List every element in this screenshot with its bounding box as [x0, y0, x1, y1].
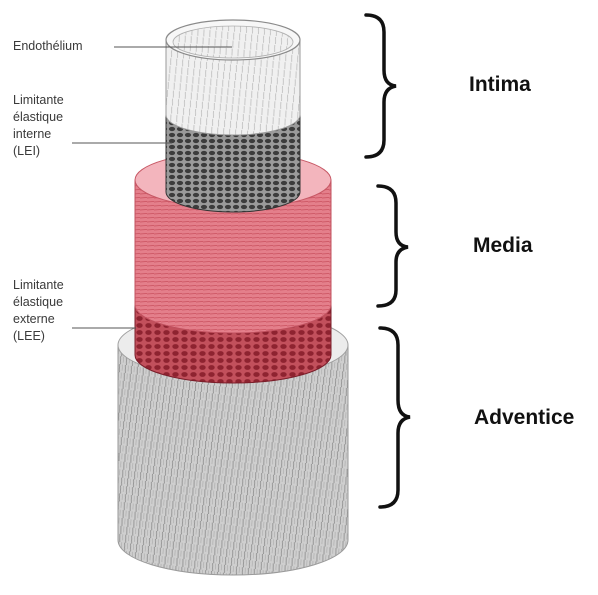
adventice-title: Adventice [474, 406, 574, 430]
lei-label-line-4: (LEI) [13, 143, 64, 160]
intima-bracket [366, 15, 396, 157]
lee-label-line-2: élastique [13, 294, 64, 311]
intima-title: Intima [469, 73, 531, 97]
endothelium-layer [166, 20, 300, 135]
media-title: Media [473, 234, 533, 258]
lee-label-line-1: Limitante [13, 277, 64, 294]
lee-label: Limitante élastique externe (LEE) [13, 277, 64, 345]
media-bracket [378, 186, 408, 306]
lei-label: Limitante élastique interne (LEI) [13, 92, 64, 160]
lee-label-line-3: externe [13, 311, 64, 328]
endothelium-label: Endothélium [13, 38, 83, 55]
lei-label-line-1: Limitante [13, 92, 64, 109]
lee-label-line-4: (LEE) [13, 328, 64, 345]
lei-label-line-2: élastique [13, 109, 64, 126]
adventice-bracket [380, 328, 410, 507]
lei-label-line-3: interne [13, 126, 64, 143]
